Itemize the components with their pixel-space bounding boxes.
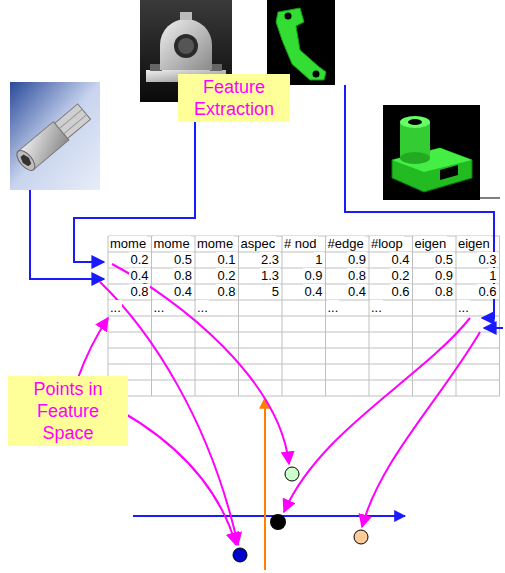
table-cell: 0.2: [196, 268, 237, 284]
table-cell: aspec: [240, 236, 281, 252]
cell-text: 0.2: [390, 268, 410, 283]
table-cell: 0.6: [457, 284, 498, 300]
label-band: Feature Extraction: [178, 74, 290, 122]
cell-text: mome: [196, 236, 234, 251]
cell-text: 0.6: [390, 284, 410, 299]
table-cell: 0.8: [327, 268, 368, 284]
table-cell: ...: [327, 300, 368, 316]
cell-text: 0.5: [434, 252, 454, 267]
table-cell: 0.8: [153, 268, 194, 284]
cell-text: mome: [109, 236, 147, 251]
label-band: Points in Feature Space: [8, 376, 128, 446]
table-cell: ...: [153, 300, 194, 316]
table-cell: eigen: [457, 236, 498, 252]
y-axis: [264, 398, 266, 570]
bracket-image: [267, 0, 335, 85]
cell-text: #loop: [370, 236, 404, 251]
cell-text: 0.4: [390, 252, 410, 267]
table-grid: [108, 236, 500, 396]
cell-text: eigen: [414, 236, 448, 251]
cell-text: #edge: [327, 236, 365, 251]
cell-text: 1: [314, 252, 323, 267]
label-text: Points in Feature Space: [14, 378, 122, 444]
cell-text: 0.4: [347, 284, 367, 299]
table-cell: 0.4: [370, 252, 411, 268]
mapping-arrows: [78, 264, 480, 545]
table-cell: 0.9: [283, 268, 324, 284]
table-cell: mome: [196, 236, 237, 252]
table-cell: ...: [370, 300, 411, 316]
table-cell: 0.5: [153, 252, 194, 268]
cell-text: eigen: [457, 236, 491, 251]
cell-text: ...: [370, 300, 383, 315]
table-cell: eigen: [414, 236, 455, 252]
cell-text: 0.5: [173, 252, 193, 267]
cell-text: # nod: [283, 236, 318, 251]
cell-text: ...: [327, 300, 340, 315]
leader-line: [480, 198, 500, 199]
cell-text: aspec: [240, 236, 277, 251]
table-cell: 1: [457, 268, 498, 284]
cell-text: 0.8: [216, 284, 236, 299]
table-cell: 0.8: [109, 284, 150, 300]
block-image: [383, 105, 480, 200]
table-cell: 0.5: [414, 252, 455, 268]
table-cell: # nod: [283, 236, 324, 252]
table-cell: 5: [240, 284, 281, 300]
table-cell: 0.4: [109, 268, 150, 284]
cell-text: 0.8: [173, 268, 193, 283]
table-cell: 0.9: [327, 252, 368, 268]
cell-text: 2.3: [260, 252, 280, 267]
table-cell: ...: [196, 300, 237, 316]
hex-shaft-image: [10, 82, 100, 190]
cell-text: 0.4: [129, 268, 149, 283]
table-cell: 2.3: [240, 252, 281, 268]
feature-point: [270, 514, 286, 530]
table-cell: 1.3: [240, 268, 281, 284]
cell-text: 0.4: [173, 284, 193, 299]
table-cell: ...: [457, 300, 498, 316]
table-cell: 0.4: [283, 284, 324, 300]
table-cell: 0.2: [109, 252, 150, 268]
table-cell: mome: [109, 236, 150, 252]
cell-text: 0.3: [477, 252, 497, 267]
table-cell: 0.4: [327, 284, 368, 300]
table-cell: 0.3: [457, 252, 498, 268]
table-cell: 1: [283, 252, 324, 268]
feature-point: [285, 467, 299, 481]
table-cell: ...: [109, 300, 150, 316]
cell-text: 1.3: [260, 268, 280, 283]
table-cell: 0.8: [196, 284, 237, 300]
table-cell: 0.9: [414, 268, 455, 284]
cell-text: 5: [271, 284, 280, 299]
table-cell: #edge: [327, 236, 368, 252]
cell-text: 0.9: [303, 268, 323, 283]
cell-text: 0.9: [434, 268, 454, 283]
cell-text: 0.2: [129, 252, 149, 267]
table-cell: 0.6: [370, 284, 411, 300]
cell-text: 0.2: [216, 268, 236, 283]
table-cell: 0.1: [196, 252, 237, 268]
cell-text: 0.1: [216, 252, 236, 267]
cell-text: ...: [109, 300, 122, 315]
cell-text: mome: [153, 236, 191, 251]
cell-text: 0.8: [434, 284, 454, 299]
cell-text: 0.6: [477, 284, 497, 299]
table-cell: 0.2: [370, 268, 411, 284]
label-text: Feature Extraction: [184, 76, 284, 120]
table-cell: #loop: [370, 236, 411, 252]
table-cell: 0.8: [414, 284, 455, 300]
feature-point: [354, 530, 368, 544]
cell-text: ...: [196, 300, 209, 315]
table-cell: mome: [153, 236, 194, 252]
cell-text: ...: [457, 300, 470, 315]
cell-text: 0.8: [347, 268, 367, 283]
cell-text: ...: [153, 300, 166, 315]
cell-text: 0.8: [129, 284, 149, 299]
cell-text: 0.9: [347, 252, 367, 267]
cell-text: 0.4: [303, 284, 323, 299]
cell-text: 1: [488, 268, 497, 283]
feature-point: [233, 548, 247, 562]
table-cell: 0.4: [153, 284, 194, 300]
